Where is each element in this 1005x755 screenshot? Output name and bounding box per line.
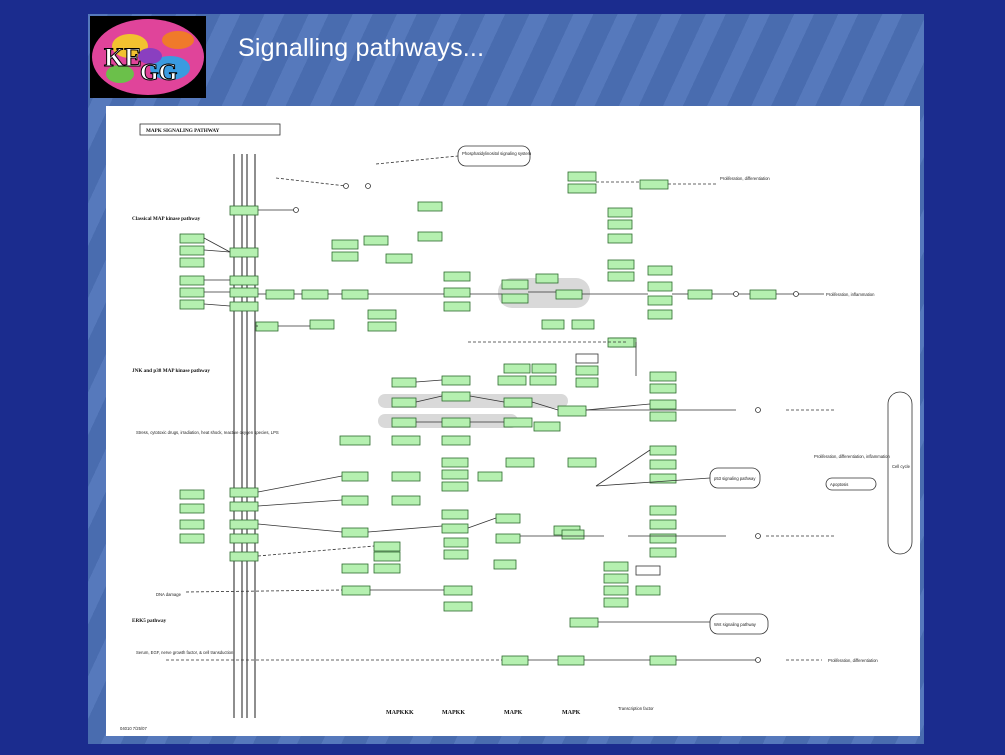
cell-cycle-box xyxy=(887,391,913,555)
section-label-classical: Classical MAP kinase pathway xyxy=(132,216,201,222)
column-label-mapkkk: MAPKKK xyxy=(386,710,414,716)
outcome-prolif-diff-inflam: Proliferation, differentiation, inflamma… xyxy=(814,454,890,459)
mapk-pathway-diagram: MAPK SIGNALING PATHWAY Classical MAP kin… xyxy=(106,106,920,736)
svg-text:GG: GG xyxy=(140,60,178,86)
pathway-svg: MAPK SIGNALING PATHWAY Classical MAP kin… xyxy=(120,123,913,731)
outcome-cell-cycle: Cell cycle xyxy=(892,464,911,469)
section-label-jnk-p38: JNK and p38 MAP kinase pathway xyxy=(132,368,210,374)
column-label-transcription-factor: Transcription factor xyxy=(618,706,654,711)
kegg-logo: KE GG xyxy=(90,16,206,98)
column-label-mapk-2: MAPK xyxy=(562,710,581,716)
receptor-boxes xyxy=(179,205,279,562)
slide-header: KE GG Signalling pathways... xyxy=(88,14,924,104)
svg-text:KE: KE xyxy=(104,43,142,72)
outcome-apoptosis: Apoptosis xyxy=(830,482,848,487)
classical-pathway-nodes xyxy=(265,171,777,348)
slide-title: Signalling pathways... xyxy=(238,34,485,62)
outcome-phosphatidylinositol: Phosphatidylinositol signaling system xyxy=(462,151,532,156)
stimulus-dna-damage: DNA damage xyxy=(156,592,182,597)
outcome-prolif-diff-erk5: Proliferation, differentiation xyxy=(828,658,878,663)
outcome-boxes: Phosphatidylinositol signaling system p5… xyxy=(457,145,913,663)
diagram-title-box xyxy=(139,123,281,136)
diagram-footer-code: 04010 7/25/07 xyxy=(120,726,147,731)
outcome-p53: p53 signaling pathway xyxy=(714,476,756,481)
column-label-mapkk: MAPKK xyxy=(442,710,465,716)
stimulus-serum: Serum, EGF, nerve growth factor, & cell … xyxy=(136,650,234,655)
pathway-edges xyxy=(166,155,836,661)
section-label-erk5: ERK5 pathway xyxy=(132,618,167,624)
outcome-wnt: Wnt signaling pathway xyxy=(714,622,757,627)
outcome-prolif-diff-top: Proliferation, differentiation xyxy=(720,176,770,181)
outcome-prolif-inflam: Proliferation, inflammation xyxy=(826,292,875,297)
dna-markers xyxy=(293,183,799,663)
stimulus-stress: Stress, cytotoxic drugs, irradiation, he… xyxy=(136,430,279,435)
erk5-nodes xyxy=(501,655,677,666)
jnk-p38-nodes xyxy=(339,337,677,628)
diagram-title: MAPK SIGNALING PATHWAY xyxy=(146,128,220,134)
column-label-mapk-1: MAPK xyxy=(504,710,523,716)
